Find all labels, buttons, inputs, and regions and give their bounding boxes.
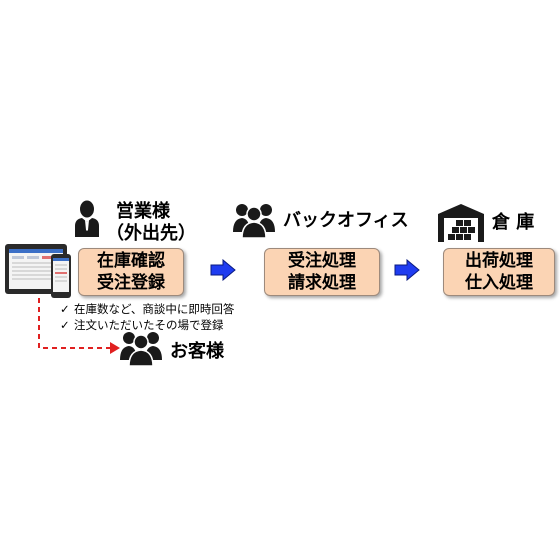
person-icon: [75, 200, 99, 237]
warehouse-title: 倉 庫: [492, 212, 535, 233]
checkmark-icon: ✓: [60, 302, 70, 316]
tablet-smartphone-icon: [5, 244, 71, 298]
flow-arrow-icon: [394, 259, 420, 281]
sales-box-line2: 受注登録: [97, 273, 165, 293]
benefit-note-2-text: 注文いただいたその場で登録: [74, 318, 224, 332]
flow-arrow-icon: [210, 259, 236, 281]
benefit-note-1: ✓ 在庫数など、商談中に即時回答: [60, 302, 234, 317]
group-icon: [233, 204, 275, 238]
benefit-note-2: ✓ 注文いただいたその場で登録: [60, 318, 224, 333]
sales-process-box: 在庫確認 受注登録: [78, 248, 184, 296]
warehouse-box-line2: 仕入処理: [465, 273, 533, 293]
back-office-process-box: 受注処理 請求処理: [264, 248, 380, 296]
customer-title: お客様: [170, 341, 224, 362]
back-office-title: バックオフィス: [283, 210, 409, 231]
warehouse-process-box: 出荷処理 仕入処理: [443, 248, 555, 296]
warehouse-box-line1: 出荷処理: [465, 251, 533, 271]
benefit-note-1-text: 在庫数など、商談中に即時回答: [74, 302, 235, 316]
back-office-box-line2: 請求処理: [288, 273, 356, 293]
sales-title-line1: 営業様: [116, 201, 170, 222]
sales-box-line1: 在庫確認: [97, 251, 165, 271]
dashed-arrow: [38, 298, 120, 354]
group-icon: [120, 332, 162, 366]
sales-title-line2: （外出先）: [106, 223, 196, 244]
warehouse-icon: [438, 204, 484, 242]
back-office-box-line1: 受注処理: [288, 251, 356, 271]
checkmark-icon: ✓: [60, 318, 70, 332]
